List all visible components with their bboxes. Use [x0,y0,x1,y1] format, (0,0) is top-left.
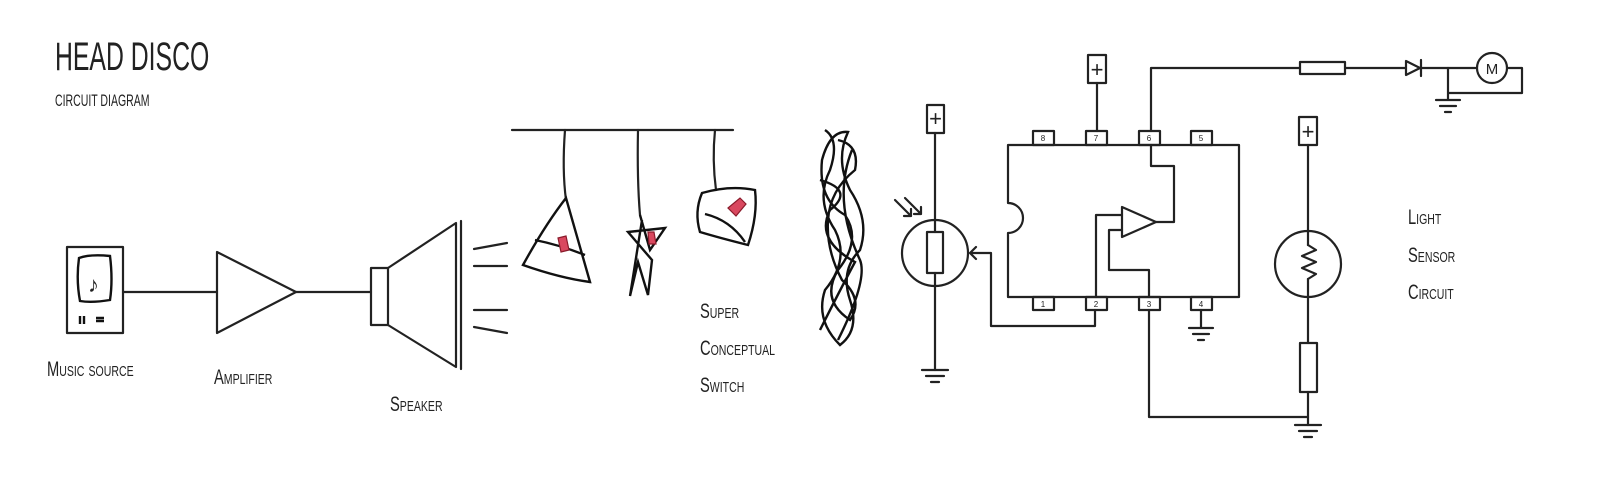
op-amp-symbol [1120,205,1158,239]
label-speaker: Speaker [390,392,443,415]
pin-7-label: 7 [1094,134,1099,143]
motor-ground [1434,66,1524,114]
plus-terminal-icon: + [929,106,942,131]
light-arrows-icon [893,196,923,218]
ground-icon [920,368,950,384]
music-note-icon: ♪ [88,272,99,297]
label-amplifier: Amplifier [214,365,272,388]
page-title: HEAD DISCO [55,35,209,79]
ldr-sensor-left: + [893,103,970,384]
music-source-device: ♪ [65,245,125,335]
diode-symbol [1404,58,1423,78]
motor-symbol: M [1475,51,1509,85]
wire-output [1149,66,1479,133]
pin-6-label: 6 [1147,134,1152,143]
speaker-symbol [369,219,463,371]
wire-pin2-to-ldr [968,245,1097,328]
label-music-source: Music source [47,357,134,380]
mobile-sculpture [510,128,757,297]
ic-chip: 8 7 6 5 1 2 3 4 [1006,129,1241,312]
label-switch-1: Super [700,299,739,322]
label-light-sensor-2: Sensor [1408,243,1455,266]
label-light-sensor-1: Light [1408,205,1441,228]
sound-waves [472,241,509,335]
pin-2-label: 2 [1094,300,1099,309]
plus-terminal-icon: + [1091,57,1104,82]
motor-label: M [1486,61,1499,78]
page-subtitle: CIRCUIT DIAGRAM [55,90,150,109]
pin-8-label: 8 [1041,134,1046,143]
label-light-sensor-3: Circuit [1408,280,1454,303]
label-switch-2: Conceptual [700,336,775,359]
pin-4-label: 4 [1199,300,1204,309]
resistor-symbol [1298,60,1347,76]
ldr-sensor-right: + [1273,115,1343,439]
wire-pin3-to-ground [1147,308,1310,419]
pin-5-label: 5 [1199,134,1204,143]
label-switch-3: Switch [700,373,744,396]
ground-icon [1187,308,1215,342]
plus-terminal-icon: + [1302,119,1315,144]
ground-icon [1293,423,1323,439]
amplifier-symbol [215,250,298,335]
pin-1-label: 1 [1041,300,1046,309]
scribble-mass [818,129,865,347]
pin-3-label: 3 [1147,300,1152,309]
